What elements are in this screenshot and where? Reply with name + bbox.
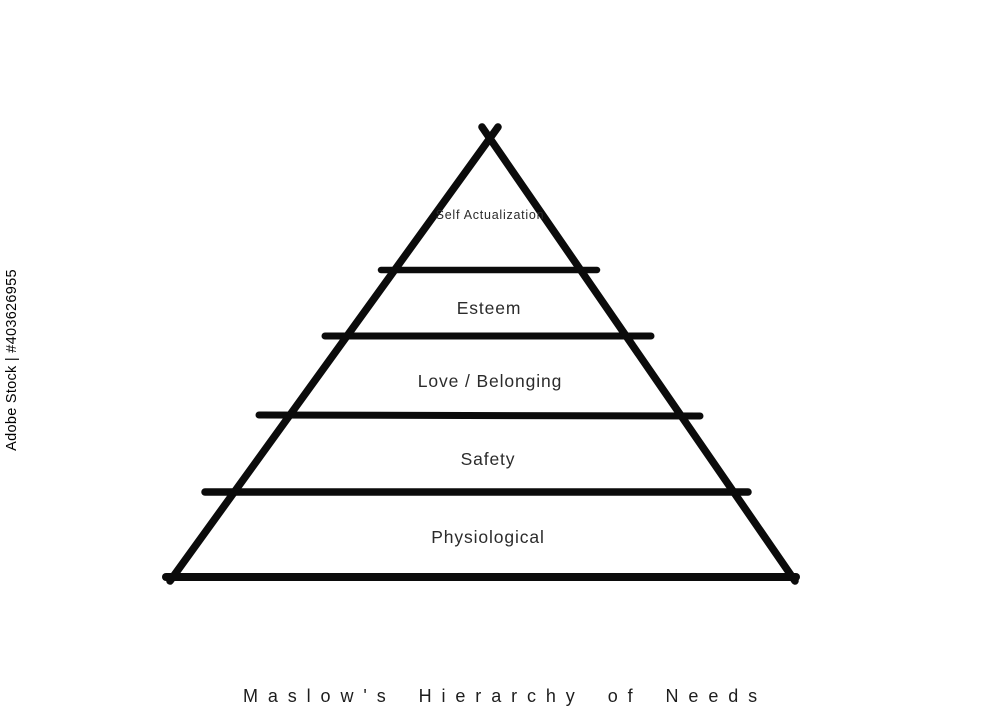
level-label-physiological: Physiological: [431, 527, 545, 547]
pyramid-left-edge: [166, 123, 502, 585]
level-label-self-actualization: Self Actualization: [435, 208, 545, 222]
stock-watermark: Adobe Stock | #403626955: [4, 269, 20, 451]
level-label-love-belonging: Love / Belonging: [417, 371, 563, 391]
diagram-title: Maslow's Hierarchy of Needs: [242, 686, 768, 706]
divider-line-3: [255, 411, 704, 420]
level-label-safety: Safety: [460, 449, 516, 469]
pyramid-right-edge: [478, 123, 799, 585]
level-label-esteem: Esteem: [456, 298, 522, 318]
